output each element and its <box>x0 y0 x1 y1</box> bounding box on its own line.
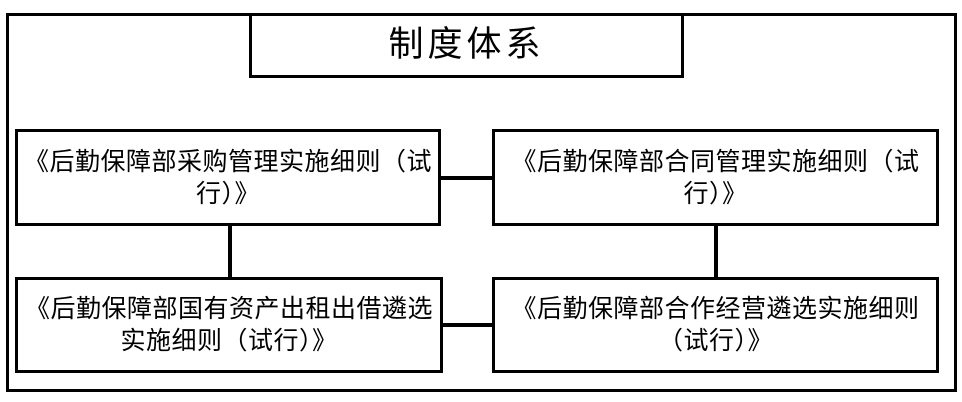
node-contract[interactable]: 《后勤保障部合同管理实施细则（试行）》 <box>492 129 939 226</box>
connector-bottom-horizontal <box>440 323 494 327</box>
node-procurement[interactable]: 《后勤保障部采购管理实施细则（试行）》 <box>15 129 441 226</box>
connector-right-vertical <box>714 223 718 279</box>
node-cooperative-operation-label: 《后勤保障部合作经营遴选实施细则（试行）》 <box>511 294 920 355</box>
node-cooperative-operation[interactable]: 《后勤保障部合作经营遴选实施细则（试行）》 <box>492 277 939 373</box>
connector-left-vertical <box>228 223 232 279</box>
node-contract-label: 《后勤保障部合同管理实施细则（试行）》 <box>511 146 920 208</box>
node-state-asset-lease-label: 《后勤保障部国有资产出租出借遴选实施细则（试行）》 <box>24 294 433 355</box>
node-state-asset-lease[interactable]: 《后勤保障部国有资产出租出借遴选实施细则（试行）》 <box>15 277 443 373</box>
node-title-system[interactable]: 制度体系 <box>249 13 684 78</box>
connector-top-horizontal <box>438 176 494 180</box>
node-title-system-label: 制度体系 <box>388 25 545 66</box>
node-procurement-label: 《后勤保障部采购管理实施细则（试行）》 <box>24 146 433 208</box>
